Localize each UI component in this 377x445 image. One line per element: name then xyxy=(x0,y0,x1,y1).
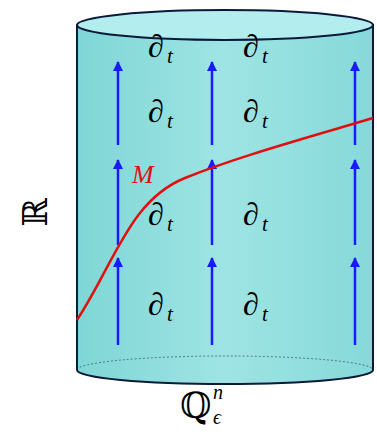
vector-arrow xyxy=(211,160,214,245)
cylinder-top xyxy=(77,10,373,40)
partial-symbol: ∂ xyxy=(148,95,164,127)
partial-subscript: t xyxy=(262,46,268,67)
vector-arrow xyxy=(211,258,214,345)
partial-subscript: t xyxy=(262,111,268,132)
partial-subscript: t xyxy=(167,111,173,132)
partial-symbol: ∂ xyxy=(148,30,164,62)
curve-label: M xyxy=(132,162,154,188)
vector-field-arrows xyxy=(118,62,355,345)
partial-symbol: ∂ xyxy=(243,288,259,320)
partial-subscript: t xyxy=(262,304,268,325)
cylinder-bottom-back xyxy=(77,356,373,370)
partial-symbol: ∂ xyxy=(148,198,164,230)
vector-arrow xyxy=(117,62,120,145)
partial-subscript: t xyxy=(167,304,173,325)
space-subscript: ϵ xyxy=(213,407,221,427)
partial-symbol: ∂ xyxy=(243,198,259,230)
vector-arrow xyxy=(354,160,357,245)
partial-subscript: t xyxy=(167,214,173,235)
vector-arrow xyxy=(211,62,214,145)
partial-symbol: ∂ xyxy=(148,288,164,320)
partial-symbol: ∂ xyxy=(243,30,259,62)
cylinder-body xyxy=(77,25,373,384)
vector-arrow xyxy=(117,160,120,245)
partial-symbol: ∂ xyxy=(243,95,259,127)
submanifold-curve xyxy=(77,118,373,320)
axis-label: ℝ xyxy=(19,198,53,226)
vector-arrow xyxy=(354,258,357,345)
vector-arrow xyxy=(354,62,357,145)
space-label: ℚ xyxy=(180,388,211,424)
space-superscript: n xyxy=(213,382,223,402)
partial-subscript: t xyxy=(167,46,173,67)
partial-subscript: t xyxy=(262,214,268,235)
vector-arrow xyxy=(117,258,120,345)
